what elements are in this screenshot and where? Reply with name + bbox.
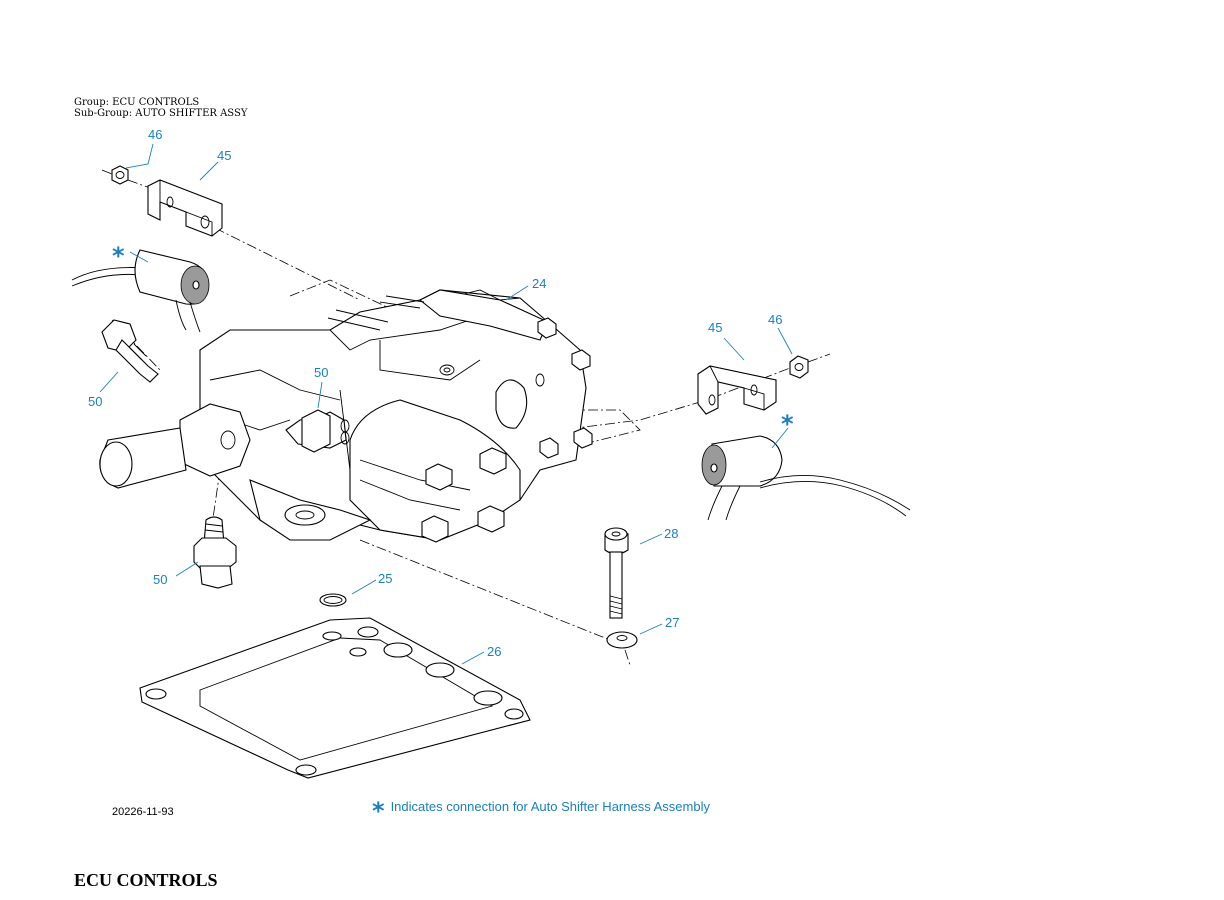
callout-25: 25 bbox=[378, 571, 392, 586]
legend-star-marker: * bbox=[372, 797, 385, 825]
subgroup-line: Sub-Group: AUTO SHIFTER ASSY bbox=[74, 108, 248, 119]
callout-45-top: 45 bbox=[217, 148, 231, 163]
callout-24: 24 bbox=[532, 276, 546, 291]
callout-50-bottom: 50 bbox=[153, 572, 167, 587]
callout-50-center: 50 bbox=[314, 365, 328, 380]
harness-marker-left: * bbox=[112, 242, 125, 270]
callout-26: 26 bbox=[487, 644, 501, 659]
pressure-switch-50-bottom bbox=[193, 516, 237, 589]
cap-screw-28 bbox=[604, 527, 629, 619]
o-ring-25 bbox=[319, 593, 347, 607]
harness-marker-right: * bbox=[781, 410, 794, 438]
group-header: Group: ECU CONTROLS Sub-Group: AUTO SHIF… bbox=[74, 97, 247, 119]
figure-number: 20226-11-93 bbox=[112, 806, 174, 818]
callout-27: 27 bbox=[665, 615, 679, 630]
gasket-26 bbox=[139, 617, 531, 779]
pressure-switch-50-left bbox=[101, 319, 159, 383]
group-line: Group: ECU CONTROLS bbox=[74, 97, 200, 108]
auto-shifter-valve-body bbox=[99, 289, 593, 543]
footer-title: ECU CONTROLS bbox=[74, 870, 218, 890]
callout-45-right: 45 bbox=[708, 320, 722, 335]
bracket-45-top bbox=[147, 179, 223, 237]
callout-28: 28 bbox=[664, 526, 678, 541]
bracket-45-right bbox=[697, 365, 777, 415]
pressure-switch-50-center bbox=[285, 409, 350, 453]
callout-labels: 46 45 24 45 46 50 50 50 28 25 27 26 * * bbox=[88, 127, 794, 659]
nut-46-top bbox=[111, 165, 129, 185]
callout-50-left: 50 bbox=[88, 394, 102, 409]
callout-46-top: 46 bbox=[148, 127, 162, 142]
washer-27 bbox=[606, 631, 638, 649]
legend-note: * Indicates connection for Auto Shifter H… bbox=[372, 797, 710, 825]
callout-46-right: 46 bbox=[768, 312, 782, 327]
legend-note-text: Indicates connection for Auto Shifter Ha… bbox=[390, 799, 710, 814]
nut-46-right bbox=[789, 355, 809, 379]
callout-leaders bbox=[99, 143, 793, 665]
harness-connector-left bbox=[71, 249, 210, 333]
harness-connector-right bbox=[701, 435, 911, 521]
